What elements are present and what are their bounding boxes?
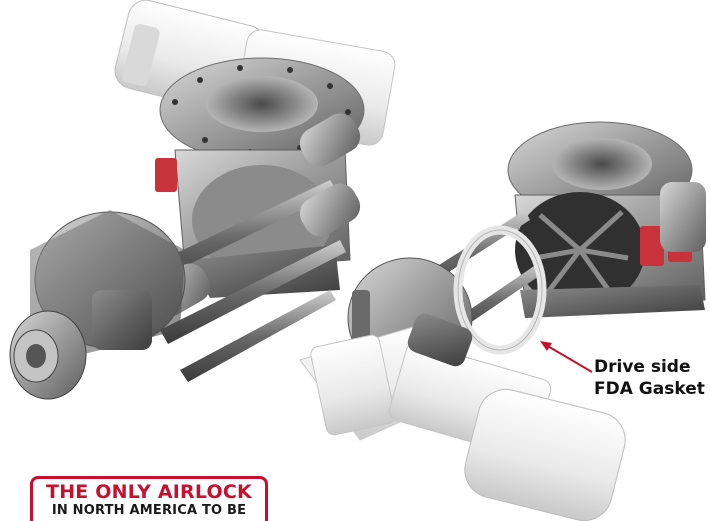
promo-badge: THE ONLY AIRLOCK IN NORTH AMERICA TO BE [30,476,268,521]
gasket-callout-arrow [540,341,593,373]
callout-line-2: FDA Gasket [594,379,705,399]
right-connector-1 [640,226,664,266]
badge-subline: IN NORTH AMERICA TO BE [51,503,247,518]
gasket-callout-label: Drive side FDA Gasket [594,356,710,400]
right-airlock-valve [299,121,706,521]
right-inlet-flange [507,121,693,219]
right-drive-motor [299,313,626,521]
left-connector [155,158,177,192]
left-airlock-valve [9,0,396,400]
badge-headline: THE ONLY AIRLOCK [46,481,252,503]
right-housing [514,182,706,318]
left-end-plate [9,210,186,400]
left-extraction-rails [120,113,361,382]
callout-line-1: Drive side [594,357,691,377]
